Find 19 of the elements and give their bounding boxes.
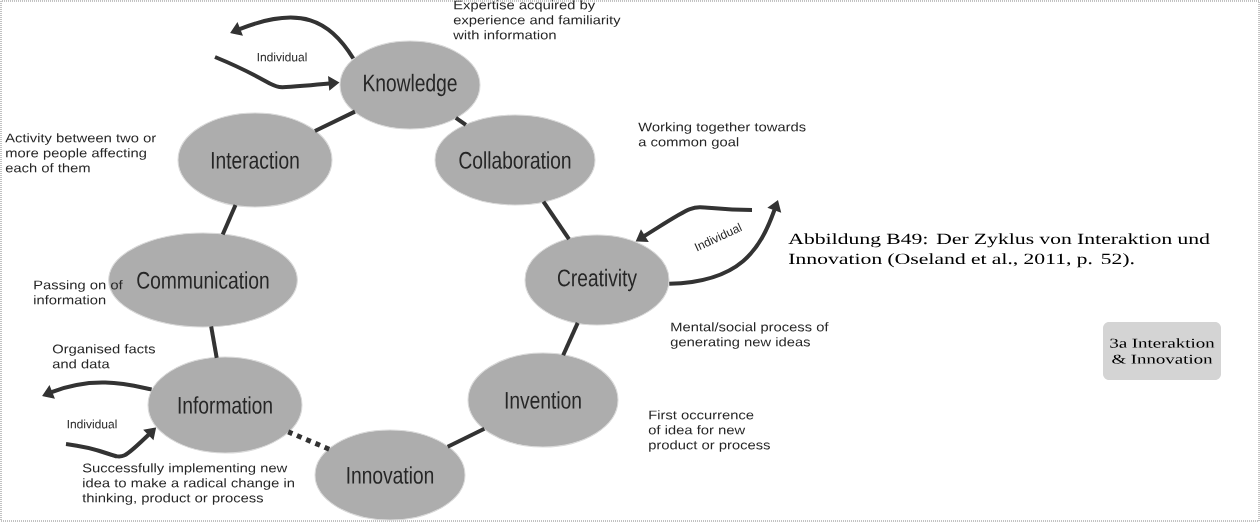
connector-line xyxy=(446,426,486,449)
description-text: Working together towards a common goal xyxy=(638,122,806,149)
description-text: First occurrence of idea for new product or process xyxy=(648,410,770,452)
description-text: Activity between two or more people affecting each of them xyxy=(5,133,156,173)
tag-box: 3a Interaktion & Innovation xyxy=(1103,322,1221,380)
description-text: Successfully implementing new idea to make a radical change in thinking, product or process xyxy=(82,463,294,505)
connector-line xyxy=(287,429,331,452)
connector-line xyxy=(561,322,580,357)
description-text: Mental/social process of generating new ideas xyxy=(670,322,829,349)
description-text: Passing on of information xyxy=(34,280,123,305)
description-text: Expertise acquired by experience and familiarity with information xyxy=(453,0,621,40)
connector-line xyxy=(454,116,468,127)
connector-line xyxy=(220,204,238,236)
connector-line xyxy=(541,200,571,241)
arrow-label: Individual xyxy=(257,52,307,62)
connector-line xyxy=(209,326,219,359)
arrow-label: Individual xyxy=(67,419,117,429)
caption: Abbildung B49: Der Zyklus von Interaktion und Innovation (Oseland et al., 2011, p. 52). xyxy=(788,233,1210,268)
connector-line xyxy=(314,109,356,133)
